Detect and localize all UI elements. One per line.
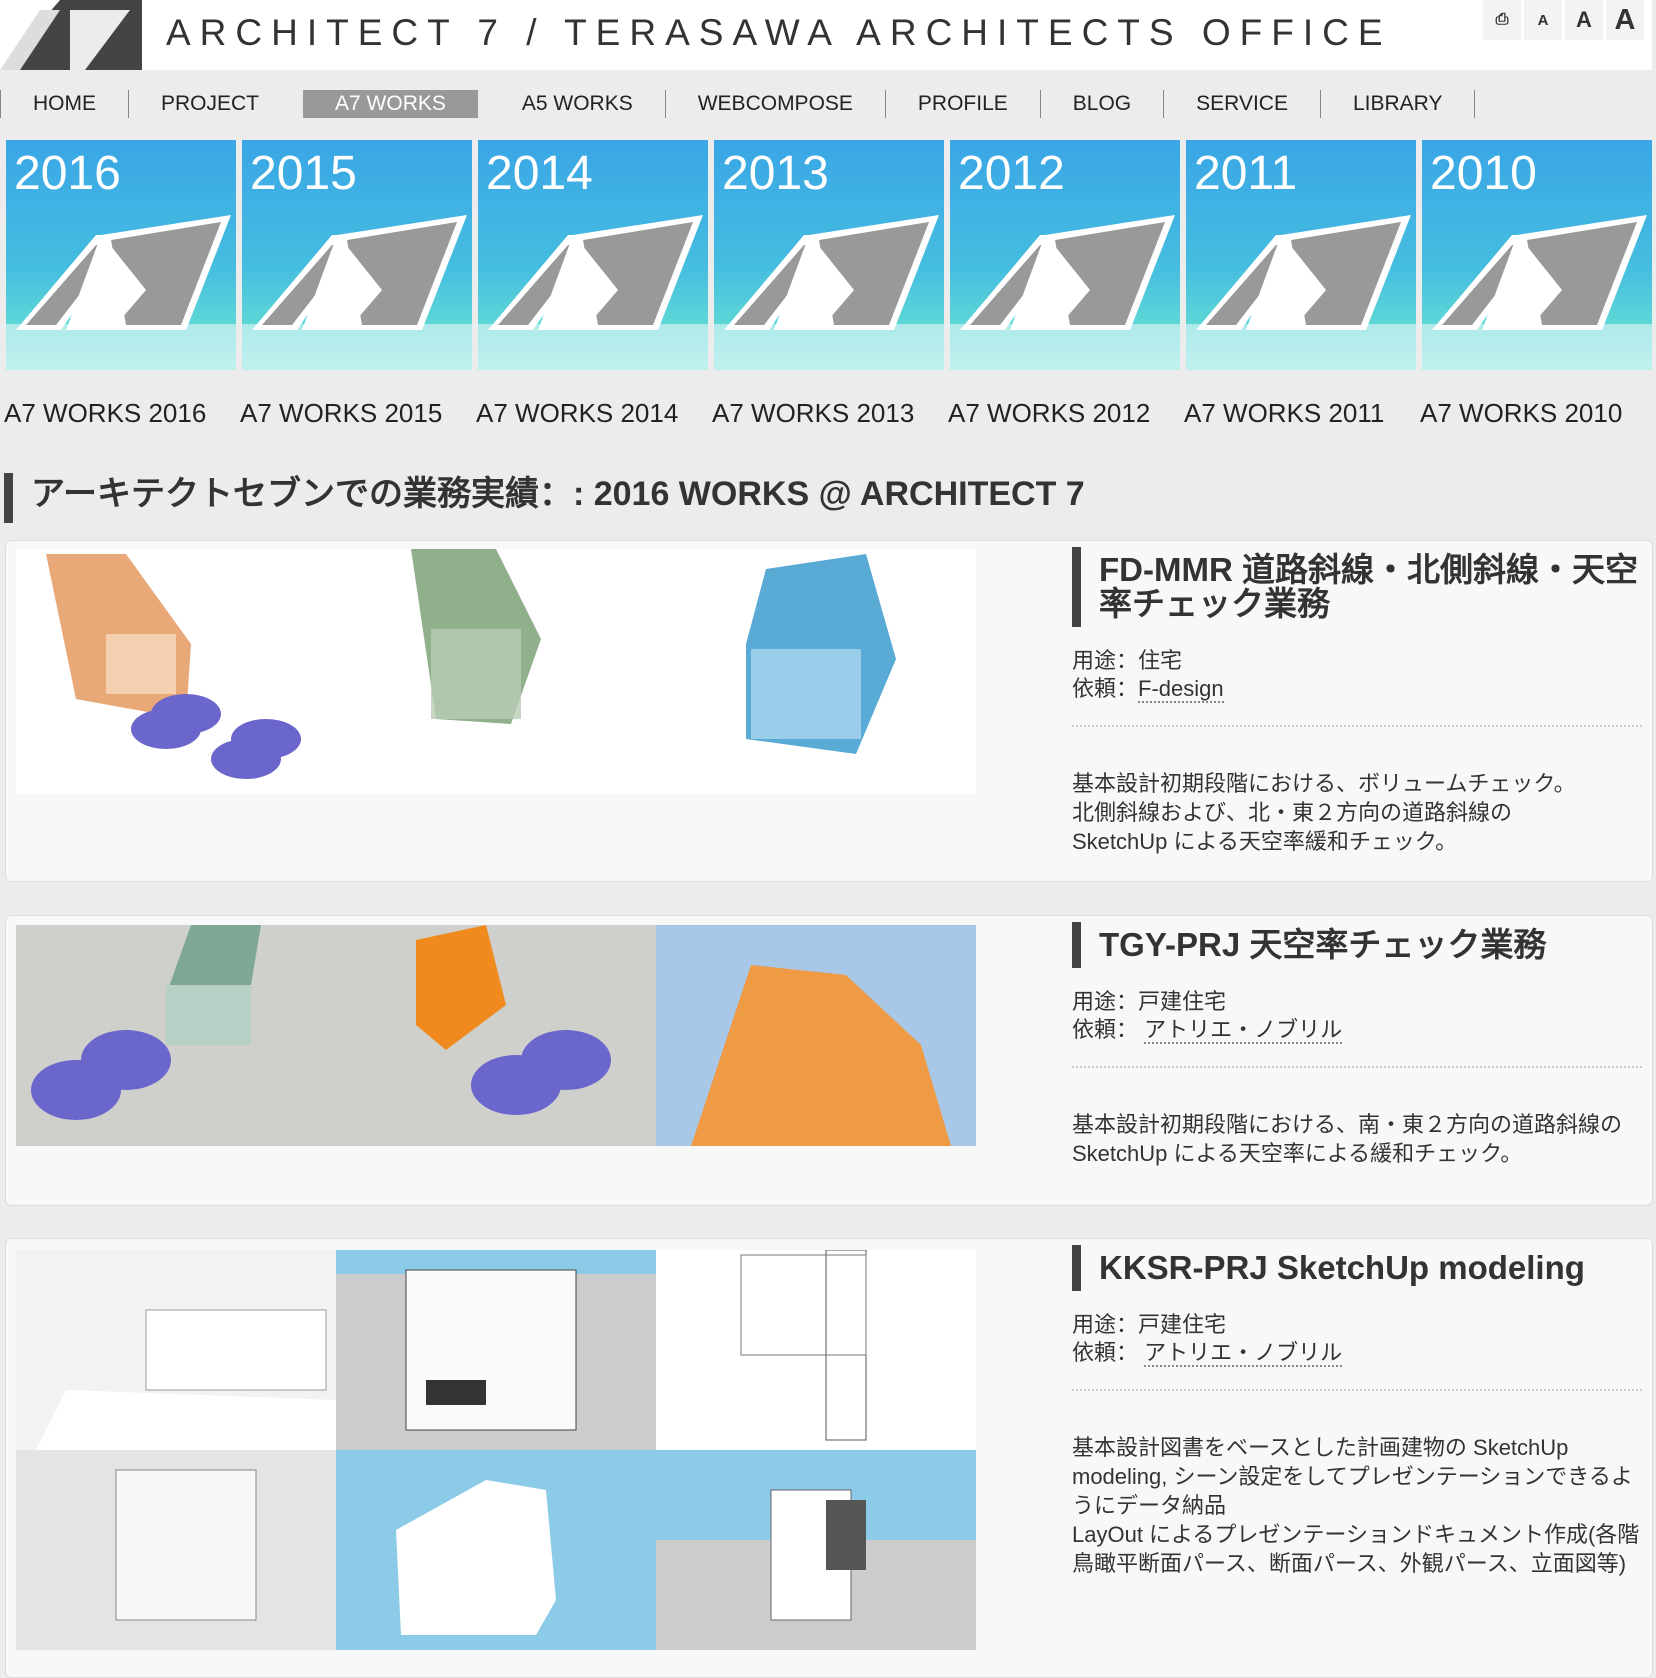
nav-webcompose[interactable]: WEBCOMPOSE [664, 90, 885, 118]
work-title: FD-MMR 道路斜線・北側斜線・天空率チェック業務 [1072, 547, 1642, 627]
work-title: KKSR-PRJ SketchUp modeling [1072, 1245, 1642, 1291]
tile-year: 2016 [14, 147, 121, 200]
volume-check-image[interactable] [16, 549, 336, 794]
client-label: 依頼： [1072, 1340, 1139, 1365]
nav-project[interactable]: PROJECT [128, 90, 291, 118]
client-label: 依頼： [1072, 676, 1139, 701]
year-tile-2013[interactable]: 2013 A7 WORKS 2013 [712, 140, 944, 429]
client-label: 依頼： [1072, 1017, 1139, 1042]
description-line: SketchUp による天空率緩和チェック。 [1072, 829, 1458, 854]
description-line: 基本設計初期段階における、南・東２方向の道路斜線の SketchUp による天空… [1072, 1112, 1623, 1166]
site-logo[interactable] [0, 0, 142, 70]
nav-a5-works[interactable]: A5 WORKS [521, 92, 633, 115]
year-tile-2011[interactable]: 2011 A7 WORKS 2011 [1184, 140, 1416, 429]
nav-service[interactable]: SERVICE [1163, 90, 1320, 118]
use-label: 用途： [1072, 1312, 1139, 1337]
main-nav: HOME PROJECT A7 WORKS A5 WORKS WEBCOMPOS… [0, 90, 1476, 118]
tile-caption[interactable]: A7 WORKS 2014 [476, 398, 679, 428]
work-info: FD-MMR 道路斜線・北側斜線・天空率チェック業務 用途：住宅依頼：F-des… [1072, 533, 1642, 856]
a7-logo-icon [1432, 215, 1647, 330]
description-line: LayOut によるプレゼンテーションドキュメント作成(各階鳥瞰平断面パース、断… [1072, 1522, 1640, 1576]
use-value: 戸建住宅 [1138, 1312, 1227, 1337]
work-title: TGY-PRJ 天空率チェック業務 [1072, 922, 1642, 968]
use-value: 住宅 [1138, 648, 1183, 673]
year-thumbnail[interactable]: 2010 [1422, 140, 1652, 370]
site-header: ARCHITECT 7 / TERASAWA ARCHITECTS OFFICE… [0, 0, 1652, 70]
sky-factor-image[interactable] [16, 925, 656, 1146]
tile-year: 2012 [958, 147, 1065, 200]
nav-blog[interactable]: BLOG [1039, 90, 1163, 118]
year-thumbnail[interactable]: 2016 [6, 140, 236, 370]
tile-caption[interactable]: A7 WORKS 2011 [1184, 398, 1385, 428]
tile-caption[interactable]: A7 WORKS 2015 [240, 398, 443, 428]
model-image[interactable] [16, 1250, 336, 1450]
tile-caption[interactable]: A7 WORKS 2013 [712, 398, 915, 428]
a7-logo-icon [16, 215, 231, 330]
nav-profile[interactable]: PROFILE [884, 90, 1040, 118]
model-image[interactable] [336, 1250, 656, 1450]
nav-library[interactable]: LIBRARY [1319, 90, 1476, 118]
tile-year: 2015 [250, 147, 357, 200]
tile-caption[interactable]: A7 WORKS 2010 [1420, 398, 1623, 428]
model-image[interactable] [336, 1450, 656, 1650]
work-info: TGY-PRJ 天空率チェック業務 用途：戸建住宅依頼： アトリエ・ノブリル 基… [1072, 908, 1642, 1168]
description-line: 北側斜線および、北・東２方向の道路斜線の [1072, 800, 1513, 825]
year-tile-2012[interactable]: 2012 A7 WORKS 2012 [948, 140, 1180, 429]
description-line: 基本設計初期段階における、ボリュームチェック。 [1072, 771, 1576, 796]
tile-caption[interactable]: A7 WORKS 2016 [4, 398, 207, 428]
work-images [16, 549, 976, 794]
model-image[interactable] [16, 1450, 336, 1650]
work-card: KKSR-PRJ SketchUp modeling 用途：戸建住宅依頼： アト… [5, 1238, 1653, 1678]
font-medium-icon[interactable]: A [1565, 0, 1603, 40]
use-label: 用途： [1072, 989, 1139, 1014]
divider [1072, 1389, 1642, 1391]
tile-caption[interactable]: A7 WORKS 2012 [948, 398, 1151, 428]
section-title: アーキテクトセブンでの業務実績：: 2016 WORKS @ ARCHITECT… [4, 473, 1085, 523]
year-tile-2016[interactable]: 2016 A7 WORKS 2016 [4, 140, 236, 429]
a7-logo-icon [724, 215, 939, 330]
font-small-icon[interactable]: A [1524, 0, 1562, 40]
client-link[interactable]: アトリエ・ノブリル [1144, 1017, 1343, 1044]
use-value: 戸建住宅 [1138, 989, 1227, 1014]
a7-logo-icon [960, 215, 1175, 330]
model-image[interactable] [656, 1450, 976, 1650]
a7-logo-icon [1196, 215, 1411, 330]
toolbar: ⎙ A A A [1483, 0, 1644, 40]
divider [1072, 1066, 1642, 1068]
tile-year: 2014 [486, 147, 593, 200]
client-link[interactable]: F-design [1138, 676, 1224, 703]
work-card: FD-MMR 道路斜線・北側斜線・天空率チェック業務 用途：住宅依頼：F-des… [5, 540, 1653, 882]
site-title: ARCHITECT 7 / TERASAWA ARCHITECTS OFFICE [166, 12, 1392, 53]
description-line: 基本設計図書をベースとした計画建物の SketchUp modeling, シー… [1072, 1435, 1633, 1518]
year-thumbnail[interactable]: 2013 [714, 140, 944, 370]
work-images [16, 1250, 976, 1650]
year-tile-2010[interactable]: 2010 A7 WORKS 2010 [1420, 140, 1652, 429]
work-card: TGY-PRJ 天空率チェック業務 用途：戸建住宅依頼： アトリエ・ノブリル 基… [5, 915, 1653, 1206]
a7-logo-icon [252, 215, 467, 330]
divider [1072, 725, 1642, 727]
sky-factor-image[interactable] [656, 925, 976, 1146]
year-thumbnail[interactable]: 2012 [950, 140, 1180, 370]
volume-check-image[interactable] [336, 549, 656, 794]
use-label: 用途： [1072, 648, 1139, 673]
work-images [16, 925, 976, 1146]
volume-check-image[interactable] [656, 549, 976, 794]
year-tile-2015[interactable]: 2015 A7 WORKS 2015 [240, 140, 472, 429]
tile-year: 2013 [722, 147, 829, 200]
year-tile-2014[interactable]: 2014 A7 WORKS 2014 [476, 140, 708, 429]
tile-year: 2011 [1194, 147, 1298, 200]
year-thumbnail[interactable]: 2011 [1186, 140, 1416, 370]
year-thumbnail[interactable]: 2015 [242, 140, 472, 370]
nav-a7-works[interactable]: A7 WORKS [303, 90, 478, 118]
nav-home[interactable]: HOME [0, 90, 128, 118]
tile-year: 2010 [1430, 147, 1537, 200]
print-icon[interactable]: ⎙ [1483, 0, 1521, 40]
client-link[interactable]: アトリエ・ノブリル [1144, 1340, 1343, 1367]
model-image[interactable] [656, 1250, 976, 1450]
font-large-icon[interactable]: A [1606, 0, 1644, 40]
year-thumbnail[interactable]: 2014 [478, 140, 708, 370]
work-info: KKSR-PRJ SketchUp modeling 用途：戸建住宅依頼： アト… [1072, 1231, 1642, 1578]
a7-logo-icon [488, 215, 703, 330]
